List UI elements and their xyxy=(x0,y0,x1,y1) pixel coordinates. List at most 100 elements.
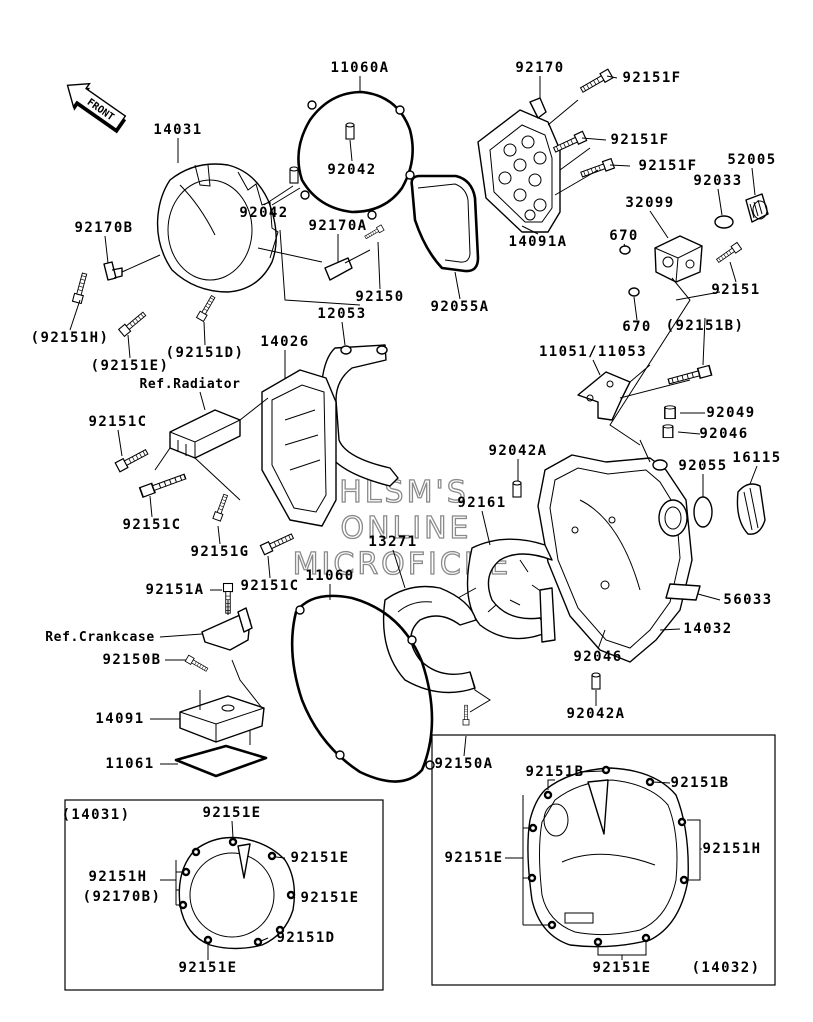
label-16115: 16115 xyxy=(732,450,781,466)
generator-cover-14031 xyxy=(156,163,279,293)
label-11061: 11061 xyxy=(105,756,154,772)
gasket-11061 xyxy=(174,744,268,778)
ring-92033 xyxy=(714,215,734,229)
label-92151C-1: 92151C xyxy=(89,414,148,430)
label-11051-11053: 11051/11053 xyxy=(539,344,647,360)
label-11060: 11060 xyxy=(305,568,354,584)
cap-52005 xyxy=(745,193,769,223)
inset-left-bolt xyxy=(191,847,201,857)
plate-13271 xyxy=(382,585,477,694)
pump-32099 xyxy=(654,235,703,283)
inset-right-label-h: 92151H xyxy=(703,841,762,857)
o-ring-92055 xyxy=(693,496,713,528)
bracket-11051-11053 xyxy=(577,371,631,421)
honeycomb-grid xyxy=(498,135,547,221)
label-ref-radiator: Ref.Radiator xyxy=(139,377,240,392)
inset-right-label-e-left: 92151E xyxy=(445,850,504,866)
inset-right-label-b-right: 92151B xyxy=(671,775,730,791)
inset-right-bolt xyxy=(645,777,655,787)
label-92151G: 92151G xyxy=(191,544,250,560)
inset-right-title: (14032) xyxy=(692,960,761,976)
inset-left-bolt xyxy=(181,867,191,877)
label-92055: 92055 xyxy=(678,458,727,474)
label-92150B: 92150B xyxy=(103,652,162,668)
label-56033: 56033 xyxy=(723,592,772,608)
watermark-line-1: HLSM'S xyxy=(339,475,469,510)
connection-lines xyxy=(154,99,721,745)
label-92151C-2: 92151C xyxy=(123,517,182,533)
label-92151A: 92151A xyxy=(146,582,205,598)
cover-14091A xyxy=(477,109,561,233)
label-52005: 52005 xyxy=(727,152,776,168)
inset-right-bolt xyxy=(601,765,611,775)
label-92151: 92151 xyxy=(711,282,760,298)
inset-clutch-cover: 92151B 92151B 92151E 92151H 92151E (1403… xyxy=(431,734,776,986)
bracket-12053-boss-b xyxy=(376,345,388,355)
label-13271: 13271 xyxy=(368,534,417,550)
inset-left-label-d: 92151D xyxy=(277,930,336,946)
label-92055A: 92055A xyxy=(431,299,490,315)
label-plate-56033 xyxy=(665,583,701,601)
label-14091A: 14091A xyxy=(509,234,568,250)
cover-14091 xyxy=(179,695,265,743)
label-92046-2: 92046 xyxy=(573,649,622,665)
collar-92046 xyxy=(662,424,674,439)
label-12053: 12053 xyxy=(317,306,366,322)
inset-left-label-e-right-1: 92151E xyxy=(291,850,350,866)
label-14026: 14026 xyxy=(260,334,309,350)
inset-left-title: (14031) xyxy=(62,807,131,823)
label-92151B-ref: (92151B) xyxy=(666,318,745,334)
inset-left-bolt xyxy=(267,851,277,861)
inset-right-label-e-bottom: 92151E xyxy=(593,960,652,976)
label-92151E-ref: (92151E) xyxy=(91,358,170,374)
label-92170B: 92170B xyxy=(75,220,134,236)
inset-left-bolt xyxy=(253,937,263,947)
label-92042-2: 92042 xyxy=(239,205,288,221)
label-92046-1: 92046 xyxy=(699,426,748,442)
inset-right-bolt xyxy=(547,920,557,930)
label-92049: 92049 xyxy=(706,405,755,421)
cover-14026 xyxy=(261,369,337,527)
label-92151C-3: 92151C xyxy=(241,578,300,594)
label-92151F-2: 92151F xyxy=(611,132,670,148)
o-ring-670-b xyxy=(628,287,640,297)
inset-right-bolt xyxy=(677,817,687,827)
label-ref-crankcase: Ref.Crankcase xyxy=(45,630,155,645)
inset-generator-cover: (14031) 92151E 92151E 92151H (92170B) 92… xyxy=(62,799,384,991)
inset-right-frame xyxy=(431,734,776,986)
label-92042A-2: 92042A xyxy=(567,706,626,722)
inset-right-bolt xyxy=(543,790,553,800)
bracket-12053-boss-a xyxy=(340,345,352,355)
collar-92049 xyxy=(664,405,676,420)
inset-right-label-b-left: 92151B xyxy=(526,764,585,780)
inset-left-bolt xyxy=(203,935,213,945)
label-14032: 14032 xyxy=(683,621,732,637)
inset-left-bolt xyxy=(275,925,285,935)
dowel-92042A-a xyxy=(512,480,522,498)
plate-92161 xyxy=(466,538,556,643)
radiator-reference-part xyxy=(169,409,241,459)
clip-92170A xyxy=(324,257,353,281)
label-92170: 92170 xyxy=(515,60,564,76)
label-670-1: 670 xyxy=(609,228,639,244)
label-92151H-ref: (92151H) xyxy=(31,330,110,346)
clutch-cover-14032 xyxy=(537,454,693,663)
gasket-92055A xyxy=(410,174,480,273)
label-92151F-1: 92151F xyxy=(623,70,682,86)
dowel-92042A-b xyxy=(591,672,601,690)
label-92042-1: 92042 xyxy=(327,162,376,178)
inset-left-frame xyxy=(64,799,384,991)
label-14031: 14031 xyxy=(153,122,202,138)
label-92042A-1: 92042A xyxy=(489,443,548,459)
label-11060A: 11060A xyxy=(331,60,390,76)
gasket-11060 xyxy=(290,594,435,783)
front-arrow-icon: FRONT xyxy=(66,82,127,134)
o-ring-670-a xyxy=(619,245,631,255)
inset-left-label-e-top: 92151E xyxy=(203,805,262,821)
inset-left-label-e-bottom: 92151E xyxy=(179,960,238,976)
label-92151F-3: 92151F xyxy=(639,158,698,174)
inset-left-label-h: 92151H xyxy=(89,869,148,885)
label-92170A: 92170A xyxy=(309,218,368,234)
label-670-2: 670 xyxy=(622,319,652,335)
label-92151D-ref: (92151D) xyxy=(166,345,245,361)
